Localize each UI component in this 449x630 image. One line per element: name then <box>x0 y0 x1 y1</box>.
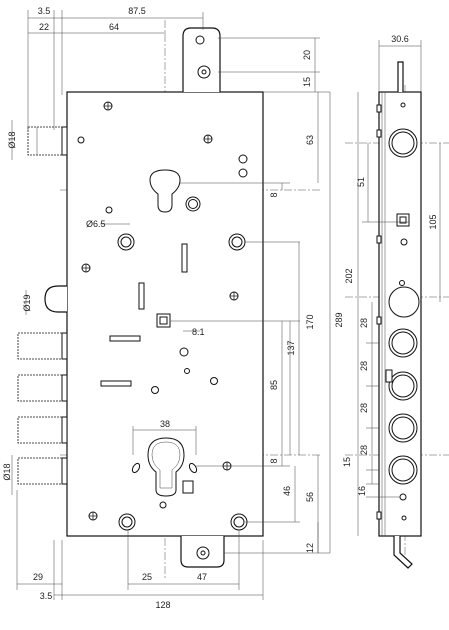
dim-bottom-3-5: 3.5 <box>40 591 53 601</box>
dim-left-19: Ø19 <box>22 294 32 311</box>
dim-right-20: 20 <box>302 50 312 60</box>
dimension-lines <box>11 10 441 600</box>
side-bolts <box>17 126 68 485</box>
dim-side-105: 105 <box>428 214 438 229</box>
dim-right-85: 85 <box>269 380 279 390</box>
dim-side-16: 16 <box>357 486 367 496</box>
lock-side-view <box>376 61 422 569</box>
dim-right-56: 56 <box>305 492 315 502</box>
dim-bottom-29: 29 <box>33 572 43 582</box>
dim-right-137: 137 <box>286 340 296 355</box>
dim-bottom-25: 25 <box>142 572 152 582</box>
dim-side-28-b: 28 <box>359 361 369 371</box>
dim-right-46: 46 <box>282 486 292 496</box>
dim-top-87-5: 87.5 <box>128 6 146 16</box>
dim-top-3-5: 3.5 <box>38 6 51 16</box>
dim-right-202: 202 <box>344 268 354 283</box>
dim-right-170: 170 <box>305 314 315 329</box>
dim-left-18-bottom: Ø18 <box>2 463 12 480</box>
dim-bottom-47: 47 <box>197 572 207 582</box>
dimension-labels: 3.5 87.5 22 64 30.6 20 15 63 8 170 289 1… <box>2 6 438 610</box>
dim-right-8-bottom: 8 <box>269 458 279 463</box>
dim-inner-38: 38 <box>160 419 170 429</box>
dim-top-64: 64 <box>109 22 119 32</box>
dim-right-63: 63 <box>305 135 315 145</box>
dim-left-18-top: Ø18 <box>7 131 17 148</box>
lock-body-front <box>66 27 264 568</box>
dim-right-289: 289 <box>334 312 344 327</box>
screws <box>81 101 239 521</box>
dim-right-12: 12 <box>305 543 315 553</box>
dim-right-15: 15 <box>302 77 312 87</box>
dim-side-28-d: 28 <box>359 445 369 455</box>
dim-side-28-c: 28 <box>359 403 369 413</box>
dim-side-51: 51 <box>356 177 366 187</box>
dim-top-30-6: 30.6 <box>391 34 409 44</box>
dim-inner-6-5: Ø6.5 <box>86 219 106 229</box>
dim-right-8-top: 8 <box>269 192 279 197</box>
dim-top-22: 22 <box>39 22 49 32</box>
dim-side-15: 15 <box>342 457 352 467</box>
dim-inner-8-1: 8.1 <box>192 327 205 337</box>
dim-side-28-a: 28 <box>359 318 369 328</box>
dim-bottom-128: 128 <box>155 600 170 610</box>
